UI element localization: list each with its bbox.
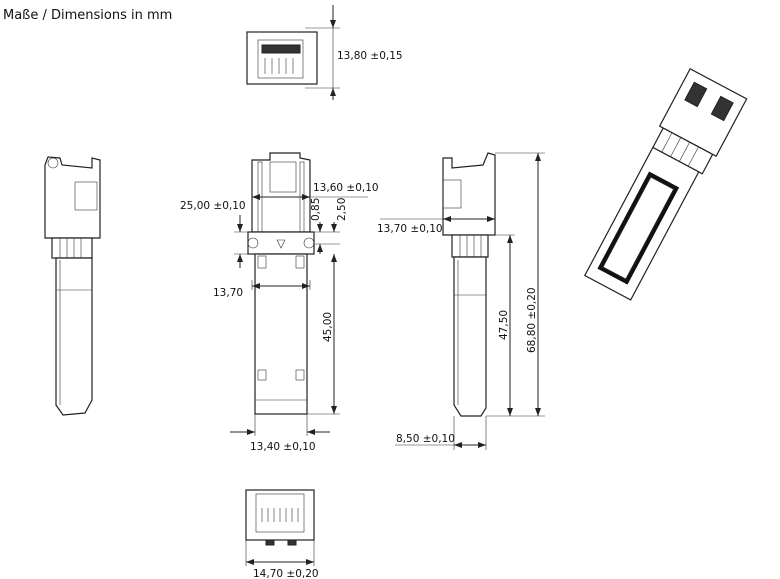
dim-front-width-top: 13,60 ±0,10 (313, 182, 379, 194)
right-side-view (380, 152, 545, 450)
dim-side-head-width: 13,70 ±0,10 (377, 223, 443, 235)
dim-bottom-width: 14,70 ±0,20 (253, 568, 319, 579)
dim-front-offset: 2,50 (336, 198, 348, 221)
dim-top-height: 13,80 ±0,15 (337, 50, 403, 62)
top-view (246, 5, 340, 100)
isometric-view (583, 67, 748, 301)
dim-side-body-length: 47,50 (498, 310, 510, 340)
left-side-view (44, 156, 101, 416)
bottom-view (245, 489, 315, 566)
dim-front-width-bottom: 13,40 ±0,10 (250, 441, 316, 453)
front-view (230, 152, 368, 436)
dim-front-length: 45,00 (322, 312, 334, 342)
drawing-title: Maße / Dimensions in mm (3, 8, 173, 23)
dim-front-overall: 25,00 ±0,10 (180, 200, 246, 212)
dim-side-body-width: 8,50 ±0,10 (396, 433, 455, 445)
dim-side-total-length: 68,80 ±0,20 (526, 287, 538, 353)
dim-front-width-mid: 13,70 (213, 287, 243, 299)
dim-front-small-gap: 0,85 (310, 198, 322, 221)
